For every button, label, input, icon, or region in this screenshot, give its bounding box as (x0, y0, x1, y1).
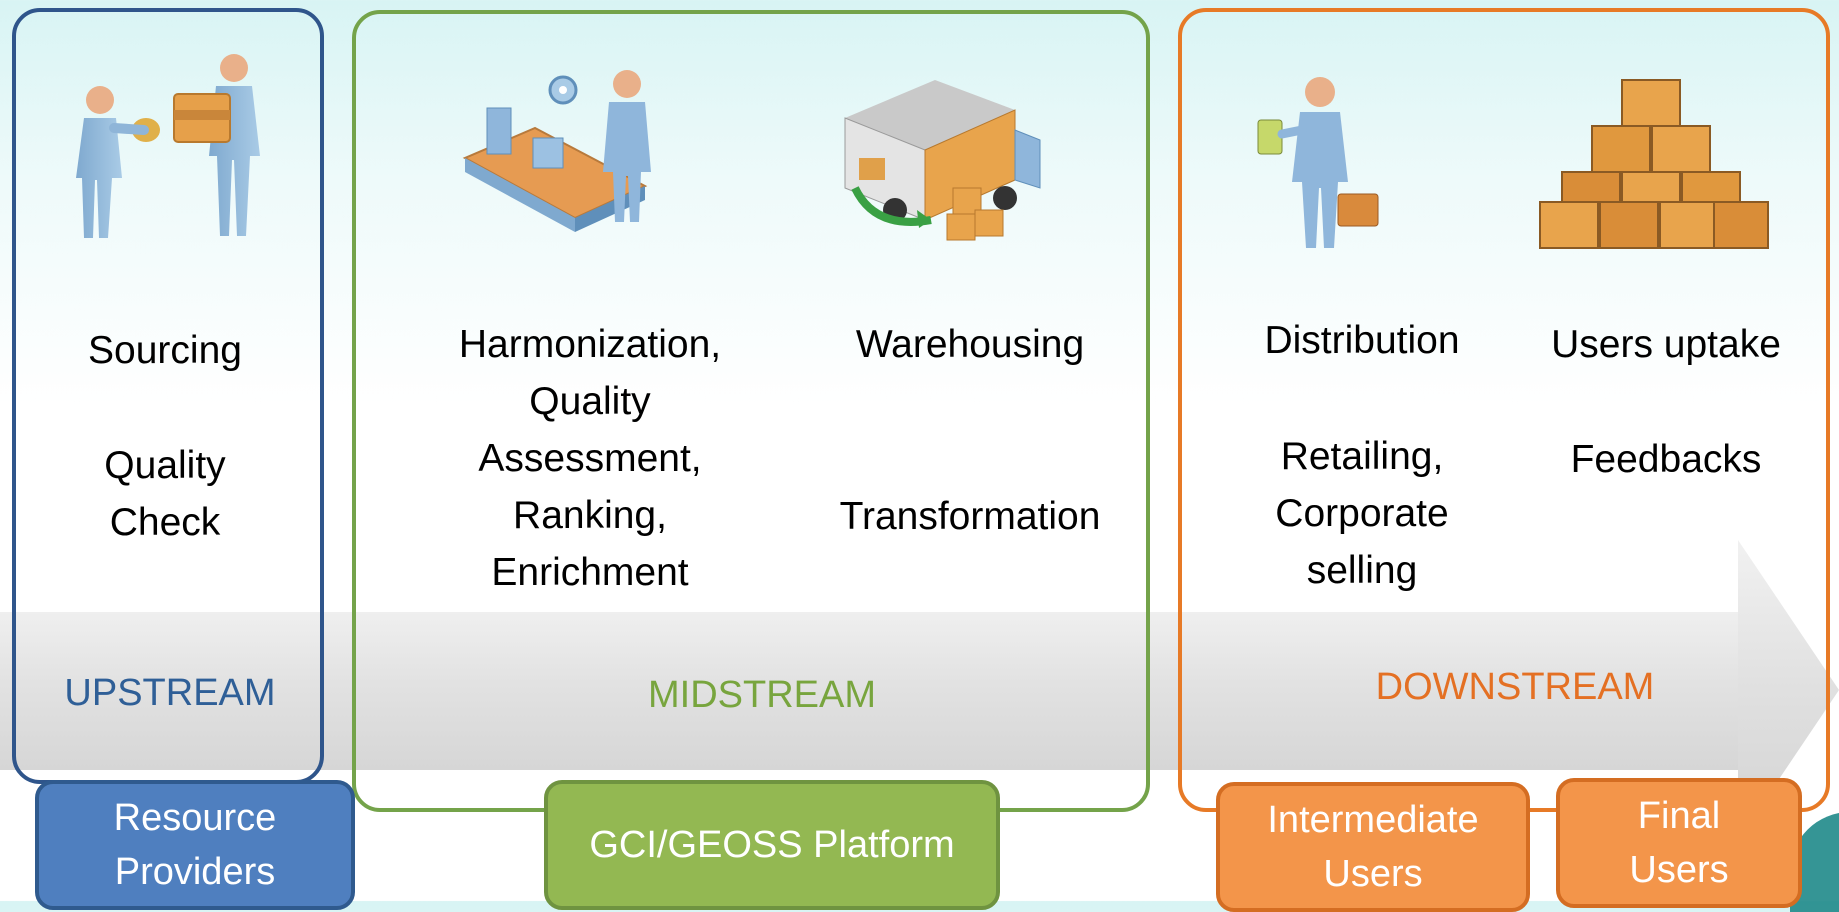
flow-arrow-body (0, 612, 1740, 770)
warehousing-text: Warehousing (855, 323, 1085, 366)
gci-geoss-platform-box: GCI/GEOSS Platform (544, 780, 1000, 910)
assembly-line-worker-icon (462, 70, 651, 232)
intermediate-users-box: Intermediate Users (1216, 782, 1530, 912)
midstream-label: MIDSTREAM (648, 674, 876, 716)
delivery-truck-icon (844, 80, 1041, 241)
final-users-box: Final Users (1556, 778, 1802, 908)
transformation-text: Transformation (839, 495, 1101, 538)
upstream-label: UPSTREAM (64, 672, 276, 714)
distribution-text: Distribution (1264, 319, 1460, 362)
person-with-briefcase-icon (1257, 77, 1379, 248)
feedbacks-text: Feedbacks (1570, 438, 1762, 481)
stacked-boxes-icon (1539, 79, 1769, 249)
retailing-text: Retailing, Corporate selling (1275, 435, 1449, 592)
resource-providers-box: Resource Providers (35, 780, 355, 910)
downstream-label: DOWNSTREAM (1375, 666, 1655, 708)
quality-check-text: Quality Check (104, 444, 226, 544)
handover-people-icon (76, 54, 260, 238)
sourcing-text: Sourcing (88, 329, 242, 372)
harmonization-text: Harmonization, Quality Assessment, Ranki… (458, 323, 722, 594)
users-uptake-text: Users uptake (1551, 323, 1781, 366)
